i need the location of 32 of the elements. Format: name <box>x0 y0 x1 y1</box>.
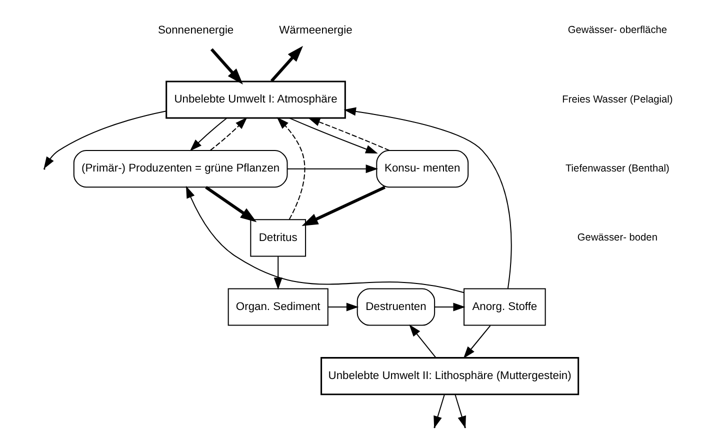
arrow <box>205 186 257 222</box>
node-box: (Primär-) Produzenten = grüne Pflanzen <box>73 150 288 188</box>
arrow <box>308 118 390 151</box>
arrow <box>276 117 306 220</box>
node-text: Wärmeenergie <box>279 24 352 37</box>
label: Gewässer- boden <box>577 232 658 244</box>
node-text: Sonnenenergie <box>158 24 234 37</box>
arrow <box>270 46 304 82</box>
node-box: Anorg. Stoffe <box>464 288 546 326</box>
label: Gewässer- oberfläche <box>568 25 668 36</box>
node-box: Konsu- menten <box>376 150 469 188</box>
label: Freies Wasser (Pelagial) <box>562 94 673 106</box>
arrow <box>434 302 466 312</box>
arrow <box>287 164 378 174</box>
arrow <box>44 110 166 169</box>
node-box: Unbelebte Umwelt II: Lithosphäre (Muttergestein) <box>320 357 580 396</box>
arrow <box>289 118 378 154</box>
arrow <box>409 324 436 358</box>
arrow <box>186 186 464 294</box>
node-box: Organ. Sediment <box>228 288 328 326</box>
arrow <box>344 107 512 288</box>
arrow <box>463 325 491 359</box>
node-box: Unbelebte Umwelt I: Atmosphäre <box>166 80 346 119</box>
node-box: Destruenten <box>356 288 436 326</box>
arrow <box>210 48 243 84</box>
label: Tiefenwasser (Benthal) <box>566 163 670 174</box>
node-box: Detritus <box>250 219 306 257</box>
arrow <box>210 117 248 151</box>
arrow <box>274 256 282 290</box>
arrow <box>328 302 359 312</box>
arrow <box>190 118 227 152</box>
arrow <box>302 186 386 226</box>
